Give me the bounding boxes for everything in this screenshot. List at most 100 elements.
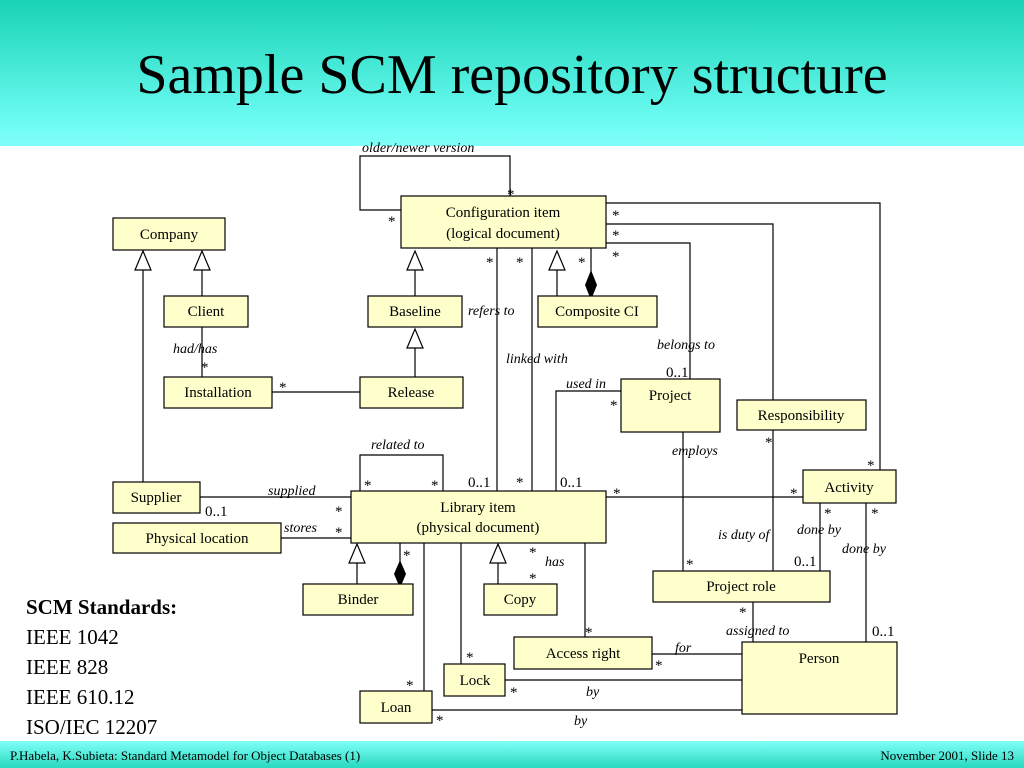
mult: * bbox=[335, 525, 343, 541]
class-company: Company bbox=[112, 217, 226, 251]
svg-text:Binder: Binder bbox=[338, 592, 379, 608]
class-physical-location: Physical location bbox=[112, 522, 282, 554]
mult: * bbox=[612, 228, 620, 244]
class-release: Release bbox=[359, 376, 464, 409]
svg-text:Company: Company bbox=[140, 227, 199, 243]
multiplicity-labels: * * * * * * * * 0..1 * * * * * * * 0..1 … bbox=[201, 187, 895, 729]
class-activity: Activity bbox=[802, 469, 897, 504]
mult: * bbox=[516, 475, 524, 491]
svg-text:Baseline: Baseline bbox=[389, 304, 441, 320]
svg-text:Project role: Project role bbox=[706, 579, 776, 595]
mult: * bbox=[790, 486, 798, 502]
label-belongs-to: belongs to bbox=[657, 338, 715, 353]
class-person: Person bbox=[741, 641, 898, 715]
mult: * bbox=[436, 713, 444, 729]
svg-text:Library item: Library item bbox=[440, 500, 516, 516]
standard-item: IEEE 610.12 bbox=[26, 685, 135, 709]
class-supplier: Supplier bbox=[112, 481, 201, 514]
class-binder: Binder bbox=[302, 583, 414, 616]
mult: * bbox=[871, 506, 879, 522]
class-responsibility: Responsibility bbox=[736, 399, 867, 431]
mult: * bbox=[486, 255, 494, 271]
mult: * bbox=[610, 398, 618, 414]
title-banner bbox=[0, 0, 1024, 146]
class-access-right: Access right bbox=[513, 636, 653, 670]
svg-text:Client: Client bbox=[188, 304, 225, 320]
svg-text:Composite CI: Composite CI bbox=[555, 304, 639, 320]
mult: * bbox=[335, 504, 343, 520]
label-by: by bbox=[586, 685, 600, 700]
svg-text:Person: Person bbox=[799, 651, 840, 667]
label-used-in: used in bbox=[566, 377, 606, 392]
svg-text:Responsibility: Responsibility bbox=[758, 408, 845, 424]
mult: * bbox=[613, 486, 621, 502]
label-done-by: done by bbox=[797, 523, 842, 538]
mult: * bbox=[431, 478, 439, 494]
mult: * bbox=[612, 208, 620, 224]
mult-zero-one: 0..1 bbox=[872, 624, 895, 640]
mult-zero-one: 0..1 bbox=[468, 475, 491, 491]
label-employs: employs bbox=[672, 444, 718, 459]
mult: * bbox=[686, 557, 694, 573]
association-edges bbox=[134, 155, 881, 711]
label-assigned-to: assigned to bbox=[726, 624, 789, 639]
mult: * bbox=[406, 678, 414, 694]
mult: * bbox=[516, 255, 524, 271]
mult: * bbox=[507, 187, 515, 203]
svg-text:Access right: Access right bbox=[546, 646, 621, 662]
label-stores: stores bbox=[284, 521, 317, 536]
class-copy: Copy bbox=[483, 583, 558, 616]
mult: * bbox=[510, 685, 518, 701]
standard-item: IEEE 1042 bbox=[26, 625, 119, 649]
svg-text:Copy: Copy bbox=[504, 592, 537, 608]
mult-zero-one: 0..1 bbox=[205, 504, 228, 520]
scm-standards-list: SCM Standards: IEEE 1042 IEEE 828 IEEE 6… bbox=[26, 592, 177, 742]
class-client: Client bbox=[163, 295, 249, 328]
footer-slide-number: November 2001, Slide 13 bbox=[880, 748, 1014, 763]
svg-text:(physical document): (physical document) bbox=[417, 520, 540, 536]
label-done-by-2: done by bbox=[842, 542, 887, 557]
mult: * bbox=[739, 605, 747, 621]
mult: * bbox=[612, 249, 620, 265]
footer-bar: P.Habela, K.Subieta: Standard Metamodel … bbox=[0, 741, 1024, 768]
label-refers-to: refers to bbox=[468, 304, 515, 319]
svg-text:Release: Release bbox=[388, 385, 435, 401]
class-composite-ci: Composite CI bbox=[537, 295, 658, 328]
svg-text:Loan: Loan bbox=[381, 700, 412, 716]
mult: * bbox=[867, 458, 875, 474]
label-related-to: related to bbox=[371, 438, 425, 453]
mult: * bbox=[529, 571, 537, 587]
mult: * bbox=[578, 255, 586, 271]
mult: * bbox=[364, 478, 372, 494]
label-older-newer-version: older/newer version bbox=[362, 141, 474, 156]
class-library-item: Library item (physical document) bbox=[350, 490, 607, 544]
svg-text:Activity: Activity bbox=[824, 480, 874, 496]
mult-zero-one: 0..1 bbox=[560, 475, 583, 491]
class-loan: Loan bbox=[359, 690, 433, 724]
class-lock: Lock bbox=[443, 663, 506, 697]
svg-text:Configuration item: Configuration item bbox=[446, 205, 561, 221]
class-installation: Installation bbox=[163, 376, 273, 409]
mult: * bbox=[824, 506, 832, 522]
mult-zero-one: 0..1 bbox=[666, 365, 689, 381]
mult: * bbox=[655, 658, 663, 674]
svg-text:Physical location: Physical location bbox=[146, 531, 249, 547]
label-had-has: had/has bbox=[173, 342, 218, 357]
mult: * bbox=[279, 380, 287, 396]
label-for: for bbox=[675, 641, 692, 656]
slide-title: Sample SCM repository structure bbox=[136, 44, 888, 106]
standard-item: IEEE 828 bbox=[26, 655, 109, 679]
mult: * bbox=[388, 214, 396, 230]
svg-text:(logical document): (logical document) bbox=[446, 226, 560, 242]
label-is-duty-of: is duty of bbox=[718, 528, 771, 543]
mult: * bbox=[585, 625, 593, 641]
label-linked-with: linked with bbox=[506, 352, 568, 367]
class-configuration-item: Configuration item (logical document) bbox=[400, 195, 607, 249]
mult: * bbox=[466, 650, 474, 666]
mult: * bbox=[201, 360, 209, 376]
footer-citation: P.Habela, K.Subieta: Standard Metamodel … bbox=[10, 748, 361, 763]
label-has: has bbox=[545, 555, 565, 570]
class-project-role: Project role bbox=[652, 570, 831, 603]
svg-text:Lock: Lock bbox=[460, 673, 491, 689]
